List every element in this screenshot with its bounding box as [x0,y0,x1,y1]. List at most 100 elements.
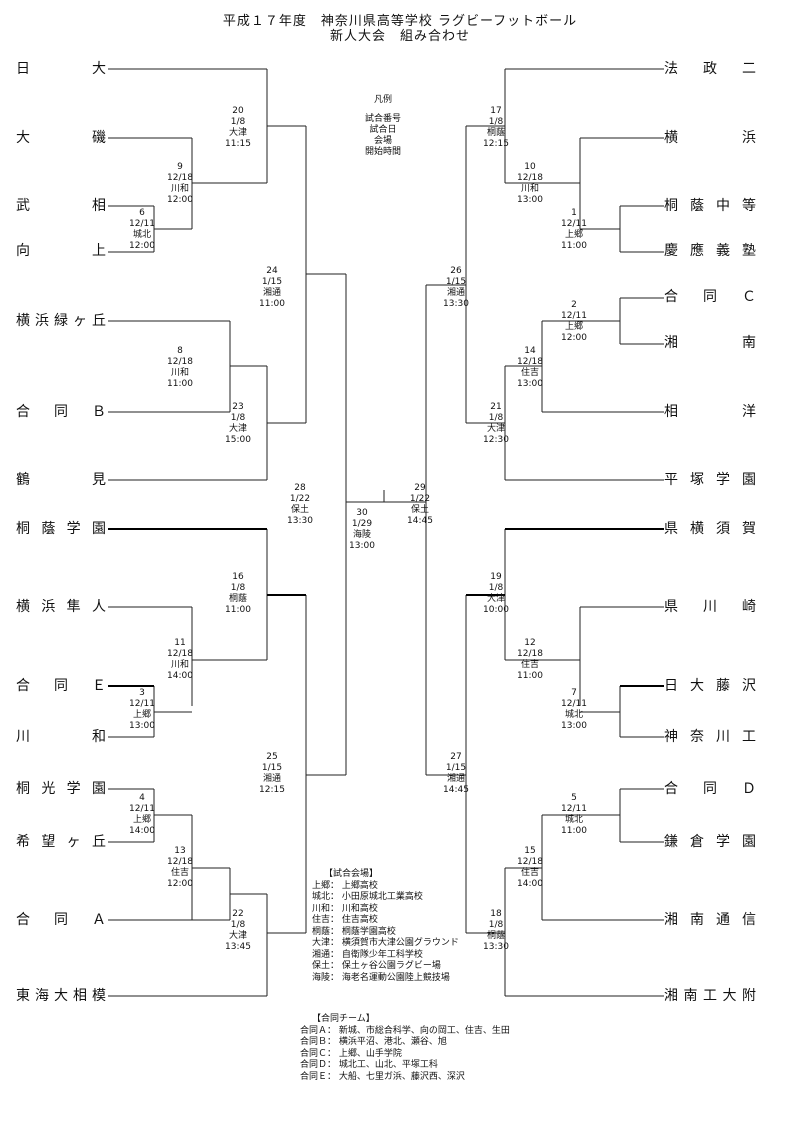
team-right-7: 相洋 [664,404,756,420]
match-no: 14 [524,346,536,356]
match-time: 11:00 [517,671,543,681]
team-left-12: 桐光学園 [16,781,106,797]
legend-line: 試合日 [369,125,397,135]
match-no: 19 [490,572,502,582]
match-time: 13:00 [349,541,375,551]
combined-teams-list: 【合同チーム】 合同Ａ： 新城、市総合科学、向の岡工、住吉、生田 合同Ｂ： 横浜… [300,1014,510,1083]
match-venue: 桐蔭 [228,594,247,604]
match-date: 1/8 [488,920,504,930]
match-venue: 住吉 [520,368,539,378]
match-venue: 川和 [170,184,189,194]
team-right-11: 日大藤沢 [664,678,756,694]
match-time: 12:00 [561,333,587,343]
legend-line: 開始時間 [364,147,401,157]
match-venue: 大津 [228,424,247,434]
match-time: 11:00 [259,299,285,309]
match-date: 12/11 [561,804,587,814]
match-time: 13:00 [561,721,587,731]
venue-heading: 【試合会場】 [324,869,379,879]
match-venue: 住吉 [520,868,539,878]
match-venue: 城北 [132,230,151,240]
match-venue: 川和 [170,660,189,670]
combined-line: 合同Ｂ： 横浜平沼、港北、瀬谷、旭 [300,1037,447,1047]
match-time: 13:30 [483,942,509,952]
venue-list: 【試合会場】 上郷： 上郷高校 城北： 小田原城北工業高校 川和： 川和高校 住… [312,869,459,984]
match-no: 4 [139,793,145,803]
legend: 凡例 試合番号 試合日 会場 開始時間 [353,95,413,158]
match-venue: 桐蔭 [486,128,505,138]
match-date: 12/11 [561,219,587,229]
match-date: 1/8 [488,413,504,423]
team-left-5: 横浜緑ヶ丘 [16,313,106,329]
match-time: 11:15 [225,139,251,149]
venue-line: 桐蔭： 桐蔭学園高校 [312,926,396,937]
match-venue: 上郷 [564,322,583,332]
match-date: 12/11 [129,699,155,709]
match-no: 5 [571,793,577,803]
team-left-10: 合同Ｅ [16,678,106,694]
team-right-3: 桐蔭中等 [664,198,756,214]
team-left-3: 武相 [16,198,106,214]
team-left-1: 日大 [16,61,106,77]
match-date: 1/8 [488,583,504,593]
team-right-6: 湘南 [664,335,756,351]
match-time: 12:00 [167,195,193,205]
match-no: 16 [232,572,244,582]
match-venue: 大津 [486,594,505,604]
match-date: 12/18 [517,649,543,659]
match-no: 8 [177,346,183,356]
match-time: 14:45 [443,785,469,795]
match-no: 13 [174,846,186,856]
team-left-14: 合同Ａ [16,912,106,928]
match-venue: 保土 [410,505,429,515]
match-time: 13:00 [517,195,543,205]
match-no: 12 [524,638,536,648]
team-right-1: 法政二 [664,61,756,77]
match-date: 1/15 [261,763,283,773]
match-date: 1/8 [230,413,246,423]
match-date: 1/29 [351,519,373,529]
match-no: 20 [232,106,244,116]
match-date: 1/15 [445,277,467,287]
team-right-12: 神奈川工 [664,729,756,745]
team-left-6: 合同Ｂ [16,404,106,420]
match-venue: 上郷 [132,710,151,720]
match-no: 1 [571,208,577,218]
match-date: 12/11 [129,219,155,229]
match-time: 13:00 [517,379,543,389]
match-venue: 川和 [170,368,189,378]
venue-line: 城北： 小田原城北工業高校 [312,892,423,902]
combined-heading: 【合同チーム】 [312,1014,375,1024]
match-no: 7 [571,688,577,698]
match-time: 14:00 [517,879,543,889]
match-time: 13:00 [129,721,155,731]
match-no: 26 [450,266,462,276]
match-date: 1/15 [445,763,467,773]
match-time: 12:00 [167,879,193,889]
match-no: 6 [139,208,145,218]
match-venue: 湘通 [446,288,465,298]
match-no: 24 [266,266,278,276]
combined-line: 合同Ｃ： 上郷、山手学院 [300,1048,402,1059]
match-date: 12/11 [561,311,587,321]
match-date: 12/18 [167,649,193,659]
match-venue: 上郷 [132,815,151,825]
page-subtitle: 新人大会 組み合わせ [329,29,470,44]
